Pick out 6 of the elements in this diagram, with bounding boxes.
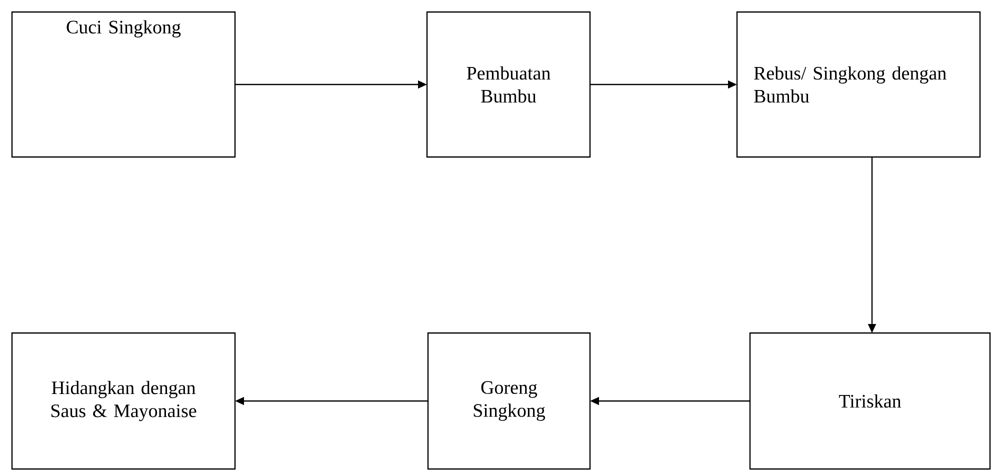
process-box: Pembuatan Bumbu <box>426 11 591 158</box>
process-box: Cuci Singkong <box>11 11 236 158</box>
process-box: Goreng Singkong <box>427 332 591 470</box>
process-box: Rebus/ Singkong dengan Bumbu <box>736 11 981 158</box>
process-box: Tiriskan <box>749 332 991 470</box>
process-box: Hidangkan dengan Saus & Mayonaise <box>11 332 236 470</box>
